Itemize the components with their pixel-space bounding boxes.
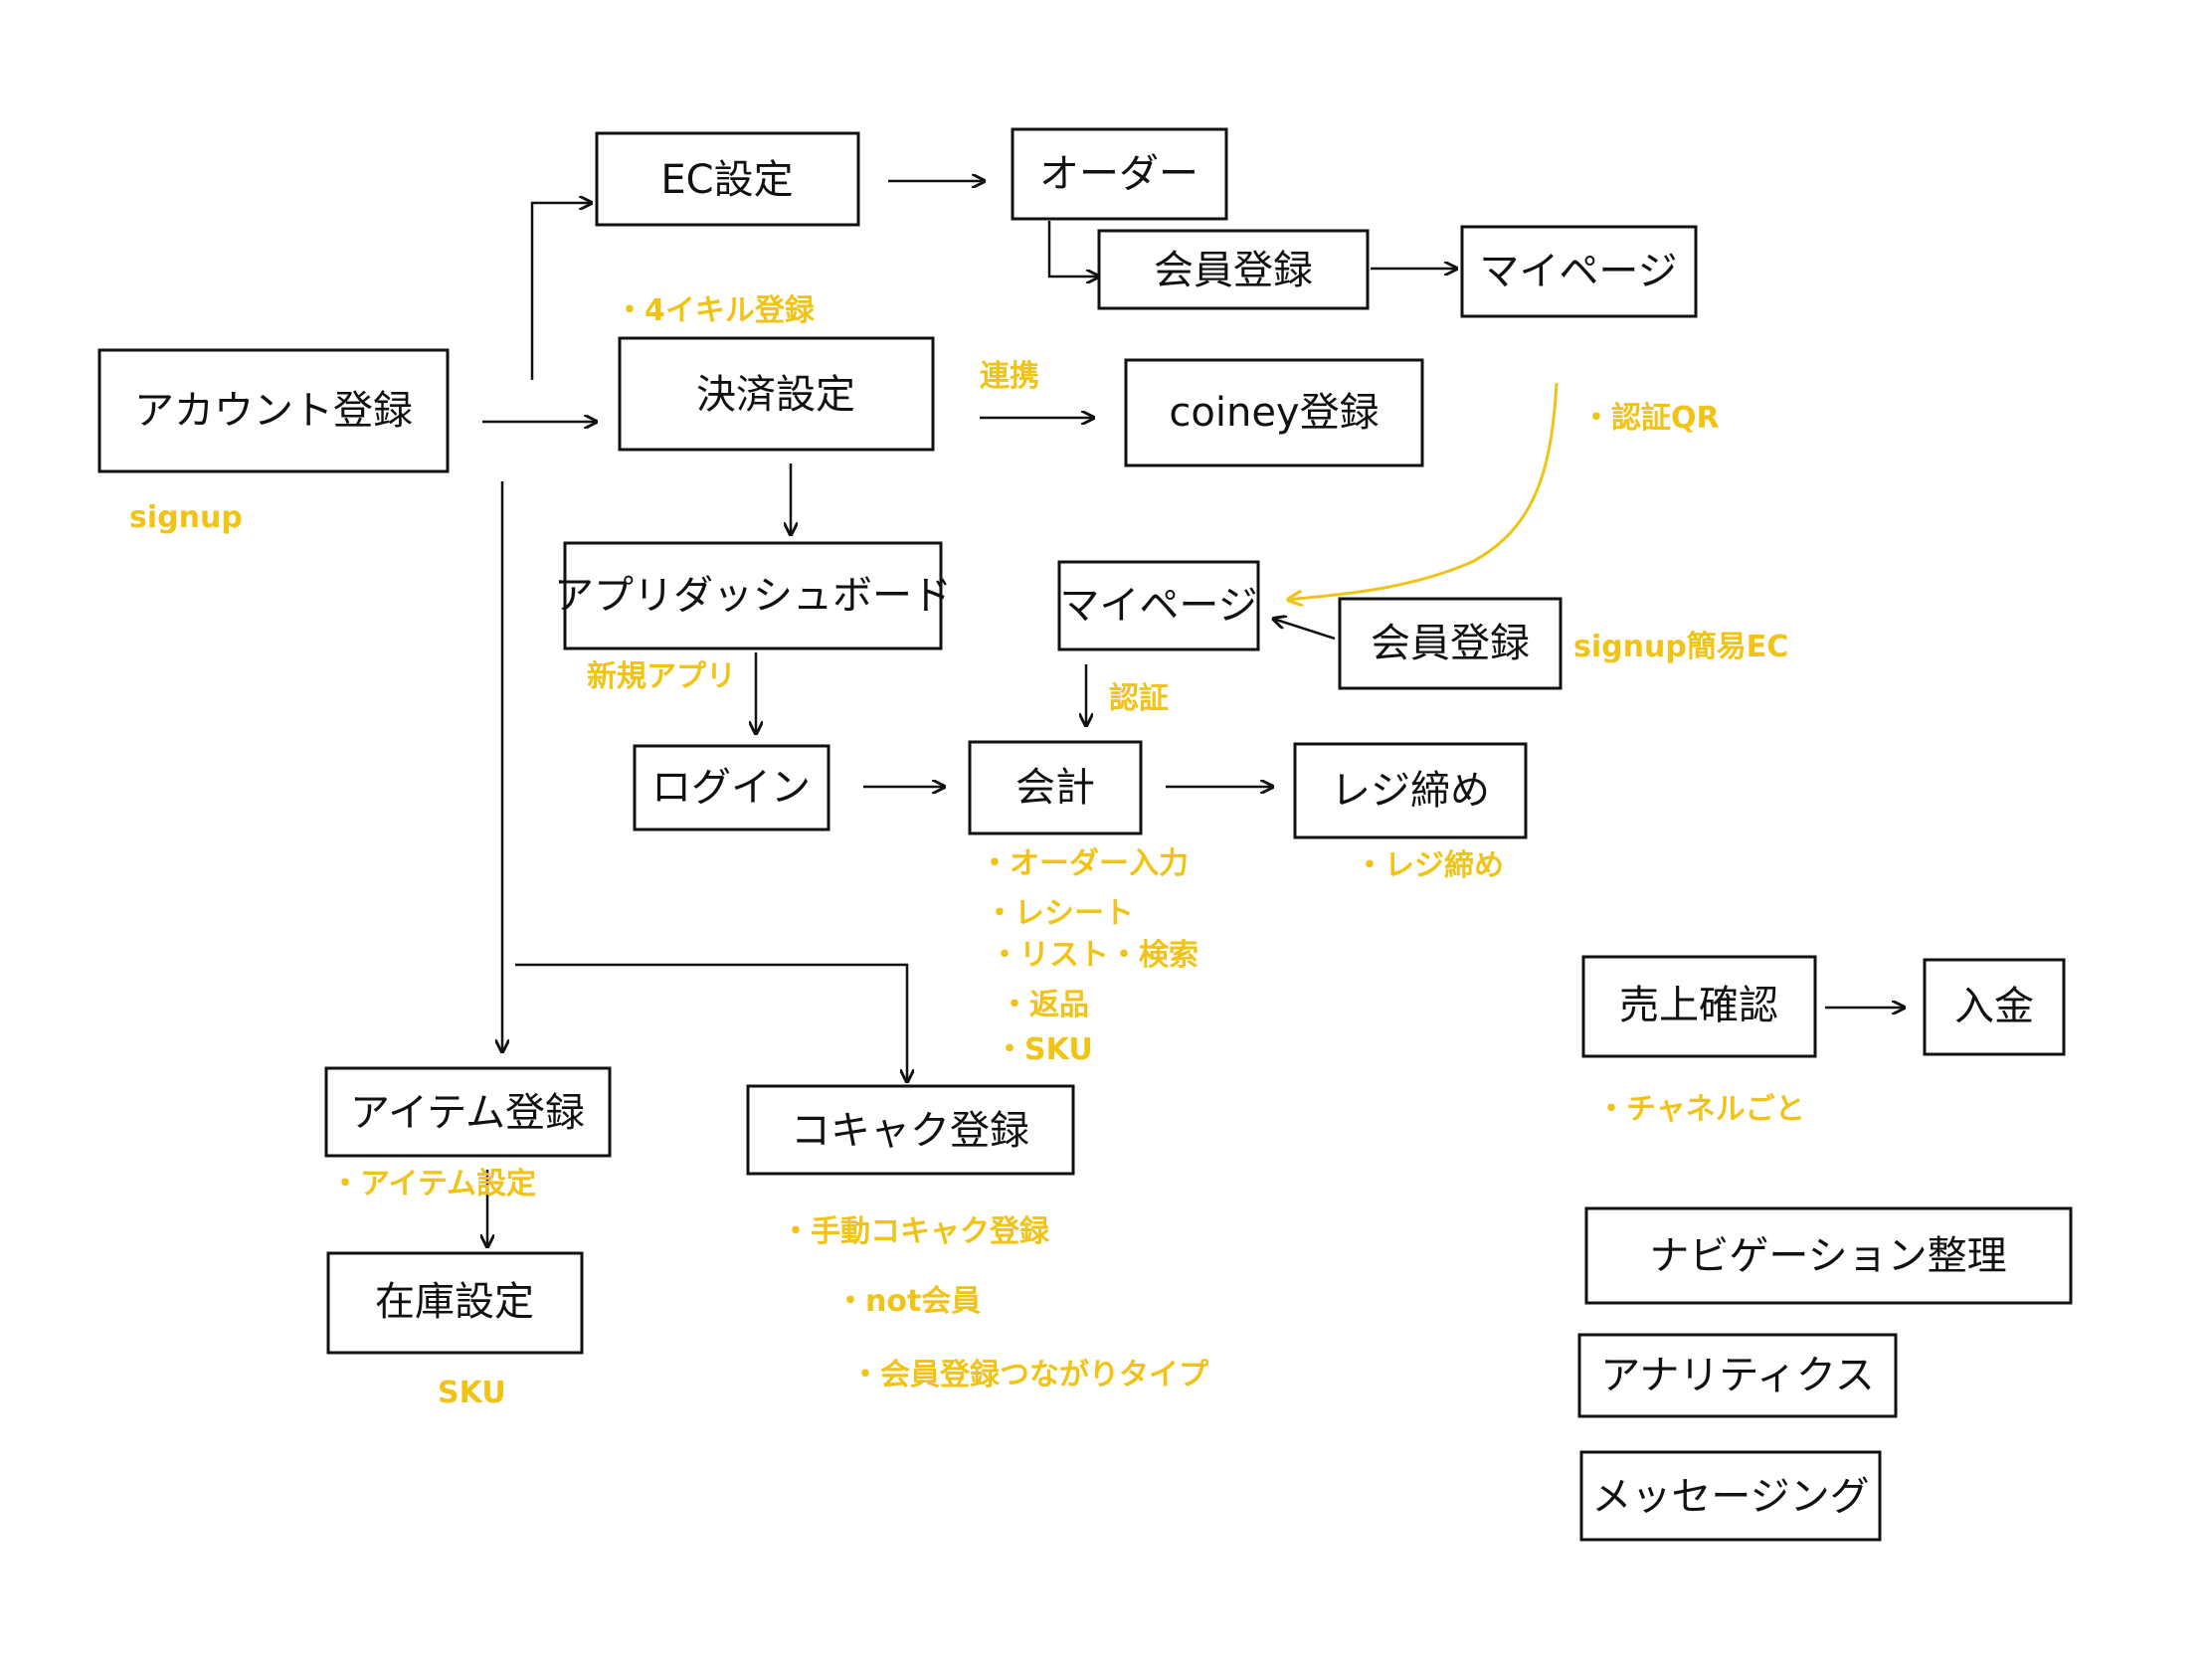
node-order[interactable]: オーダー (1011, 127, 1228, 221)
note-customer-item: ・not会員 (835, 1284, 981, 1319)
node-label: coiney登録 (1169, 390, 1379, 436)
note-item-settings: ・アイテム設定 (330, 1167, 536, 1201)
note-auth: 認証 (1109, 681, 1169, 716)
node-label: ログイン (651, 765, 811, 811)
node-label: アプリダッシュボード (554, 573, 952, 619)
node-account-registration[interactable]: アカウント登録 (97, 348, 450, 473)
notes: ・4イキル登録 signup 連携 ・認証QR signup簡易EC 新規アプリ… (129, 293, 1805, 1410)
node-label: オーダー (1039, 151, 1198, 197)
nodes: アカウント登録 EC設定 オーダー 会員登録 マイページ 決済設定 coiney… (97, 127, 2073, 1542)
note-payment-top: ・4イキル登録 (615, 293, 816, 328)
node-label: レジ締め (1331, 768, 1490, 814)
edge-order-member (1047, 221, 1099, 276)
node-analytics[interactable]: アナリティクス (1577, 1333, 1898, 1418)
node-label: 売上確認 (1619, 983, 1778, 1028)
edges (482, 181, 1905, 1247)
node-payment-settings[interactable]: 決済設定 (618, 336, 935, 452)
note-checkout-item: ・返品 (1000, 988, 1089, 1022)
note-sales-channel: ・チャネルごと (1596, 1092, 1805, 1127)
note-customer-item: ・会員登録つながりタイプ (850, 1358, 1209, 1392)
node-label: ナビゲーション整理 (1649, 1233, 2006, 1279)
note-link: 連携 (980, 359, 1039, 394)
note-signup: signup (129, 500, 243, 535)
edge-membermid-mypage (1273, 619, 1336, 641)
node-label: EC設定 (660, 157, 793, 203)
note-checkout-item: ・SKU (995, 1032, 1093, 1067)
node-mypage-ec[interactable]: マイページ (1460, 225, 1698, 318)
node-messaging[interactable]: メッセージング (1579, 1450, 1882, 1542)
node-label: 会員登録 (1371, 621, 1530, 666)
node-label: メッセージング (1591, 1474, 1869, 1520)
node-ec-settings[interactable]: EC設定 (595, 131, 860, 227)
note-new-app: 新規アプリ (587, 659, 736, 694)
node-mypage-mid[interactable]: マイページ (1057, 560, 1260, 651)
edge-account-ec (530, 203, 592, 380)
node-customer-registration[interactable]: コキャク登録 (746, 1084, 1075, 1176)
node-coiney-registration[interactable]: coiney登録 (1124, 358, 1424, 467)
node-label: マイページ (1479, 249, 1677, 294)
node-label: コキャク登録 (791, 1108, 1029, 1154)
note-checkout-item: ・オーダー入力 (980, 846, 1189, 881)
node-login[interactable]: ログイン (633, 744, 830, 831)
node-stock-settings[interactable]: 在庫設定 (326, 1251, 584, 1355)
node-register-close[interactable]: レジ締め (1293, 742, 1528, 839)
node-label: 会計 (1015, 765, 1095, 811)
edge-branch-customer (515, 963, 907, 1082)
note-stock-sku: SKU (438, 1376, 506, 1410)
node-member-registration-ec[interactable]: 会員登録 (1097, 229, 1370, 310)
node-item-registration[interactable]: アイテム登録 (324, 1066, 612, 1158)
node-label: アカウント登録 (134, 388, 413, 434)
note-checkout-item: ・リスト・検索 (990, 938, 1198, 973)
edge-qr-curve (1288, 382, 1559, 600)
node-label: アナリティクス (1600, 1353, 1875, 1398)
node-label: 入金 (1954, 984, 2034, 1029)
note-checkout-item: ・レシート (985, 896, 1134, 931)
note-register-close: ・レジ締め (1355, 848, 1504, 883)
node-label: アイテム登録 (350, 1090, 585, 1136)
note-customer-item: ・手動コキャク登録 (781, 1214, 1050, 1249)
node-label: 会員登録 (1154, 248, 1313, 293)
note-auth-qr: ・認証QR (1581, 401, 1720, 436)
node-label: 在庫設定 (375, 1279, 534, 1325)
node-checkout[interactable]: 会計 (968, 740, 1143, 835)
node-label: マイページ (1059, 583, 1257, 629)
note-signup-simple: signup簡易EC (1573, 630, 1788, 664)
node-member-registration-mid[interactable]: 会員登録 (1338, 597, 1563, 690)
node-deposit[interactable]: 入金 (1923, 958, 2066, 1056)
node-sales-check[interactable]: 売上確認 (1581, 955, 1817, 1058)
node-navigation-organize[interactable]: ナビゲーション整理 (1584, 1206, 2073, 1305)
node-app-dashboard[interactable]: アプリダッシュボード (554, 541, 952, 650)
node-label: 決済設定 (696, 372, 855, 418)
